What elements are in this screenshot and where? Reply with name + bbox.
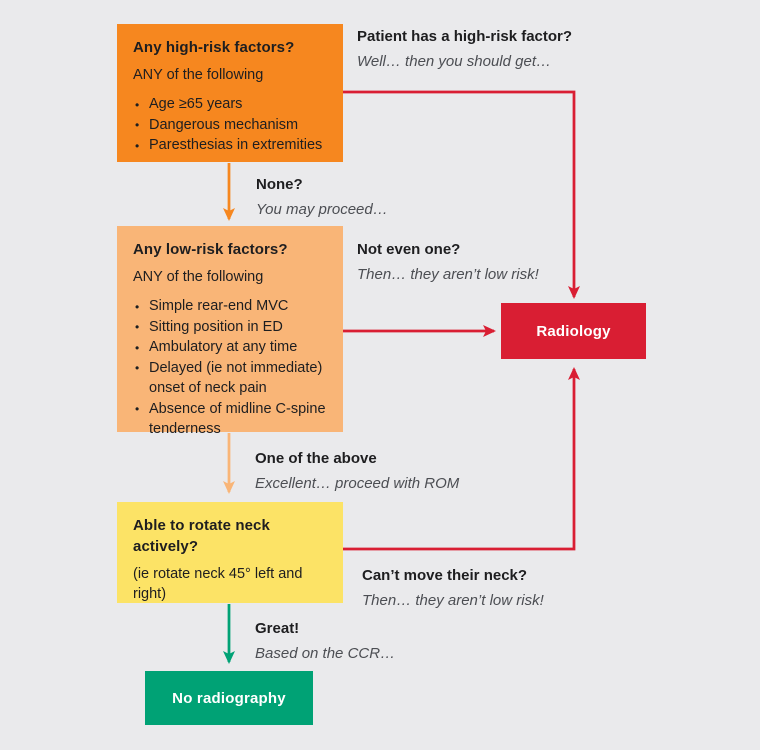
low-risk-bullet: Absence of midline C-spine tenderness — [135, 399, 330, 440]
annotation-cant-move: Can’t move their neck? Then… they aren’t… — [362, 566, 544, 611]
radiology-box: Radiology — [501, 303, 646, 359]
annotation-high-risk-yes: Patient has a high-risk factor? Well… th… — [357, 27, 572, 72]
low-risk-factors-box: Any low-risk factors? ANY of the followi… — [117, 226, 343, 437]
annotation-heading: Not even one? — [357, 241, 461, 258]
low-risk-bullet: Sitting position in ED — [135, 317, 330, 337]
annotation-low-risk-one: One of the above Excellent… proceed with… — [255, 449, 459, 494]
low-risk-bullet: Ambulatory at any time — [135, 337, 330, 357]
rotate-neck-title: Able to rotate neck actively? — [133, 517, 270, 555]
annotation-note: Then… they aren’t low risk! — [357, 266, 539, 283]
annotation-note: Well… then you should get… — [357, 53, 551, 70]
annotation-note: Then… they aren’t low risk! — [362, 592, 544, 609]
high-risk-bullet: Dangerous mechanism — [135, 115, 330, 135]
annotation-heading: Patient has a high-risk factor? — [357, 28, 573, 45]
no-radiography-box: No radiography — [145, 671, 313, 725]
annotation-heading: Great! — [255, 620, 300, 637]
low-risk-bullet: Delayed (ie not immediate) onset of neck… — [135, 358, 330, 399]
rotate-neck-box: Able to rotate neck actively? (ie rotate… — [117, 502, 343, 603]
high-risk-bullet: Paresthesias in extremities — [135, 135, 330, 155]
low-risk-bullet-list: Simple rear-end MVC Sitting position in … — [133, 296, 330, 440]
no-radiography-label: No radiography — [172, 689, 286, 707]
high-risk-factors-box: Any high-risk factors? ANY of the follow… — [117, 24, 343, 162]
high-risk-subtitle: ANY of the following — [133, 67, 264, 83]
annotation-note: You may proceed… — [256, 201, 388, 218]
annotation-note: Based on the CCR… — [255, 645, 396, 662]
annotation-high-risk-none: None? You may proceed… — [256, 175, 388, 220]
high-risk-title: Any high-risk factors? — [133, 39, 295, 56]
high-risk-bullet: Age ≥65 years — [135, 94, 330, 114]
annotation-heading: None? — [256, 176, 303, 193]
annotation-heading: One of the above — [255, 450, 377, 467]
annotation-great: Great! Based on the CCR… — [255, 619, 395, 664]
low-risk-bullet: Simple rear-end MVC — [135, 296, 330, 316]
annotation-note: Excellent… proceed with ROM — [255, 475, 460, 492]
annotation-low-risk-none: Not even one? Then… they aren’t low risk… — [357, 240, 539, 285]
annotation-heading: Can’t move their neck? — [362, 567, 528, 584]
low-risk-title: Any low-risk factors? — [133, 241, 288, 258]
radiology-label: Radiology — [536, 322, 611, 340]
rotate-neck-subtitle: (ie rotate neck 45° left and right) — [133, 566, 303, 602]
low-risk-subtitle: ANY of the following — [133, 269, 264, 285]
high-risk-bullet-list: Age ≥65 years Dangerous mechanism Parest… — [133, 94, 330, 155]
